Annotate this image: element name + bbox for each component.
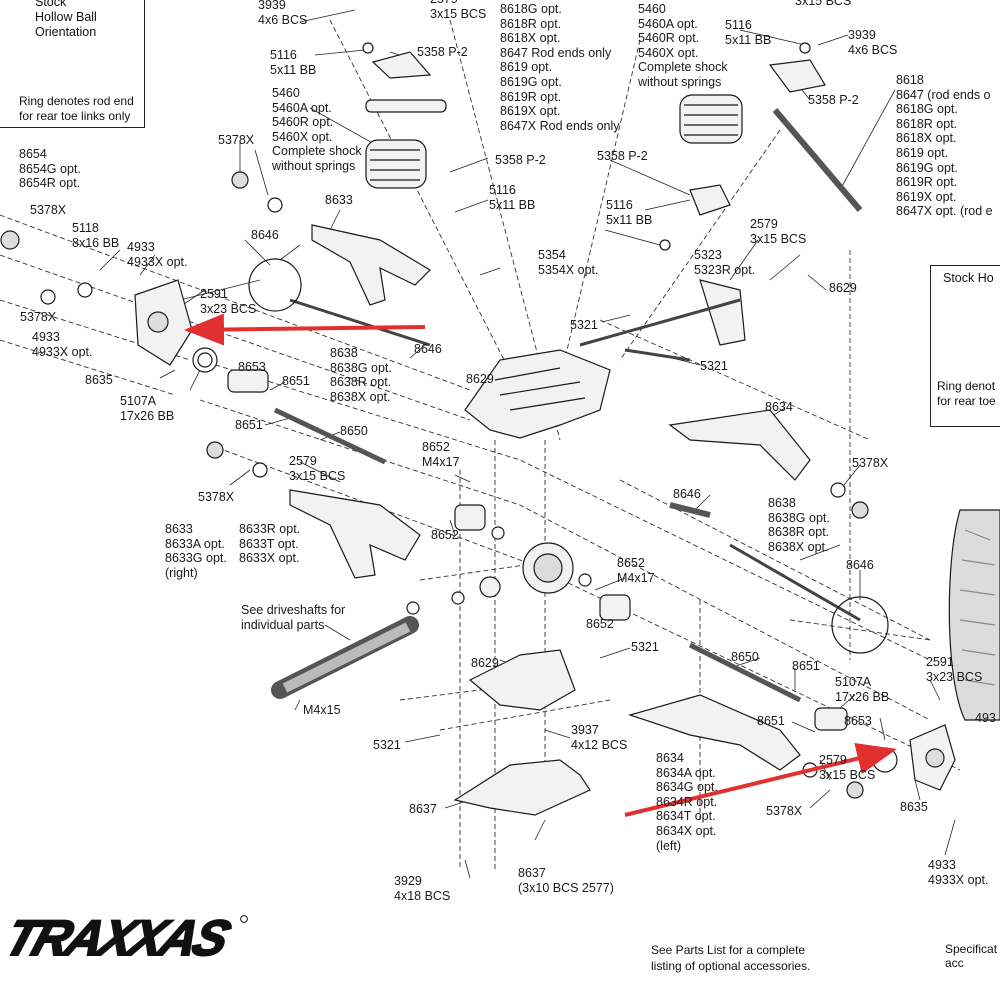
callout-label: 8650 [731, 650, 759, 664]
footnote-parts-list: See Parts List for a complete listing of… [651, 943, 811, 973]
callout-label: 8653 [844, 714, 872, 728]
callout-label: 8646 [846, 558, 874, 572]
callout-label: 8646 [673, 487, 701, 501]
callout-label: 8629 [829, 281, 857, 295]
callout-label: 5321 [700, 359, 728, 373]
callout-label: 5116 5x11 BB [606, 198, 653, 227]
callout-label: M4x15 [303, 703, 341, 717]
callout-label: 2579 3x15 BCS [750, 217, 807, 246]
callout-label: 4933 4933X opt. [928, 858, 989, 887]
callout-label: 2579 3x15 BCS [819, 753, 876, 782]
traxxas-logo: TRAXXAS [0, 905, 250, 967]
callout-label: 8650 [340, 424, 368, 438]
callout-label: 2591 3x23 BCS [926, 655, 983, 684]
callout-label: 3939 4x6 BCS [848, 28, 898, 57]
inset-left-caption: Ring denotes rod end for rear toe links … [19, 94, 134, 123]
inset-left-title: Stock Hollow Ball Orientation [35, 0, 97, 39]
callout-label: 8633R opt. 8633T opt. 8633X opt. [239, 522, 301, 566]
callout-label: 4933 4933X opt. [32, 330, 93, 359]
callout-label: 5321 [631, 640, 659, 654]
callout-label: 5358 P-2 [417, 45, 468, 59]
callout-label: 5116 5x11 BB [725, 18, 772, 47]
callout-label: 5323 5323R opt. [694, 248, 756, 277]
callout-label: 8629 [471, 656, 499, 670]
callout-label: 8654 8654G opt. 8654R opt. [19, 147, 81, 191]
callout-label: 3929 4x18 BCS [394, 874, 451, 903]
callout-label: 5378X [30, 203, 67, 217]
callout-label: 5378X [218, 133, 255, 147]
callout-label: 8618G opt. 8618R opt. 8618X opt. 8647 Ro… [500, 2, 620, 133]
callout-label: 8618 8647 (rod ends o 8618G opt. 8618R o… [896, 73, 993, 219]
callout-label: 5116 5x11 BB [489, 183, 536, 212]
callout-label: 8633 8633A opt. 8633G opt. (right) [165, 522, 227, 580]
callout-label: 8634 8634A opt. 8634G opt. 8634R opt. 86… [656, 751, 718, 853]
callout-label: 3939 4x6 BCS [258, 0, 308, 27]
callout-label: 8653 [238, 360, 266, 374]
callout-label: 5321 [373, 738, 401, 752]
red-arrow-left [184, 313, 426, 346]
inset-right-caption: Ring denot for rear toe [937, 379, 996, 408]
callout-label: 5118 8x16 BB [72, 221, 120, 250]
callout-label: 5358 P-2 [495, 153, 546, 167]
callout-label: 5321 [570, 318, 598, 332]
callout-label: 8629 [466, 372, 494, 386]
assembly-lines [0, 19, 961, 870]
callout-label: 8635 [900, 800, 928, 814]
callout-label: 3x15 BCS [795, 0, 852, 8]
callout-label: 8646 [251, 228, 279, 242]
callout-label: 2579 3x15 BCS [430, 0, 487, 21]
callout-label: 8651 [282, 374, 310, 388]
callout-label: 8651 [235, 418, 263, 432]
callout-label: 5378X [20, 310, 57, 324]
parts-artwork [0, 42, 1000, 816]
svg-text:TRAXXAS: TRAXXAS [0, 910, 237, 966]
inset-right: Stock Ho Ring denot for rear toe [930, 265, 1000, 427]
callout-label: 8651 [757, 714, 785, 728]
footnote-specification: Specificat acc [945, 942, 998, 970]
callout-label: 2579 3x15 BCS [289, 454, 346, 483]
callout-label: 5378X [198, 490, 235, 504]
callout-label: 8637 [409, 802, 437, 816]
callout-label: 8638 8638G opt. 8638R opt. 8638X opt. [330, 346, 392, 404]
callout-label: 5354 5354X opt. [538, 248, 599, 277]
callout-label: 8652 [431, 528, 459, 542]
callout-label: 5378X [766, 804, 803, 818]
callout-label: 5378X [852, 456, 889, 470]
inset-left: Stock Hollow Ball Orientation Ring denot… [0, 0, 145, 128]
callout-label: 5107A 17x26 BB [835, 675, 890, 704]
callout-label: 493 [975, 711, 996, 725]
callout-label: 5358 P-2 [808, 93, 859, 107]
callout-label: 8651 [792, 659, 820, 673]
inset-right-title: Stock Ho [943, 271, 994, 285]
callout-label: 8652 [586, 617, 614, 631]
traxxas-logo-mark: TRAXXAS [0, 909, 248, 967]
callout-label: 5460 5460A opt. 5460R opt. 5460X opt. Co… [272, 86, 362, 173]
callout-label: 3937 4x12 BCS [571, 723, 628, 752]
callout-label: 8637 (3x10 BCS 2577) [518, 866, 614, 895]
callout-label: 5358 P-2 [597, 149, 648, 163]
callout-label: 5107A 17x26 BB [120, 394, 175, 423]
callout-label: 8646 [414, 342, 442, 356]
callout-label: 8633 [325, 193, 353, 207]
callout-label: 2591 3x23 BCS [200, 287, 257, 316]
callout-label: 5460 5460A opt. 5460R opt. 5460X opt. Co… [638, 2, 728, 89]
callout-label: 8652 M4x17 [422, 440, 460, 469]
callout-label: 8634 [765, 400, 793, 414]
callout-label: 8638 8638G opt. 8638R opt. 8638X opt. [768, 496, 830, 554]
callout-label: 5116 5x11 BB [270, 48, 317, 77]
callout-label: 8635 [85, 373, 113, 387]
callout-label: See driveshafts for individual parts [241, 603, 346, 632]
callout-label: 4933 4933X opt. [127, 240, 188, 269]
callout-label: 8652 M4x17 [617, 556, 655, 585]
red-arrow-right [624, 742, 897, 817]
